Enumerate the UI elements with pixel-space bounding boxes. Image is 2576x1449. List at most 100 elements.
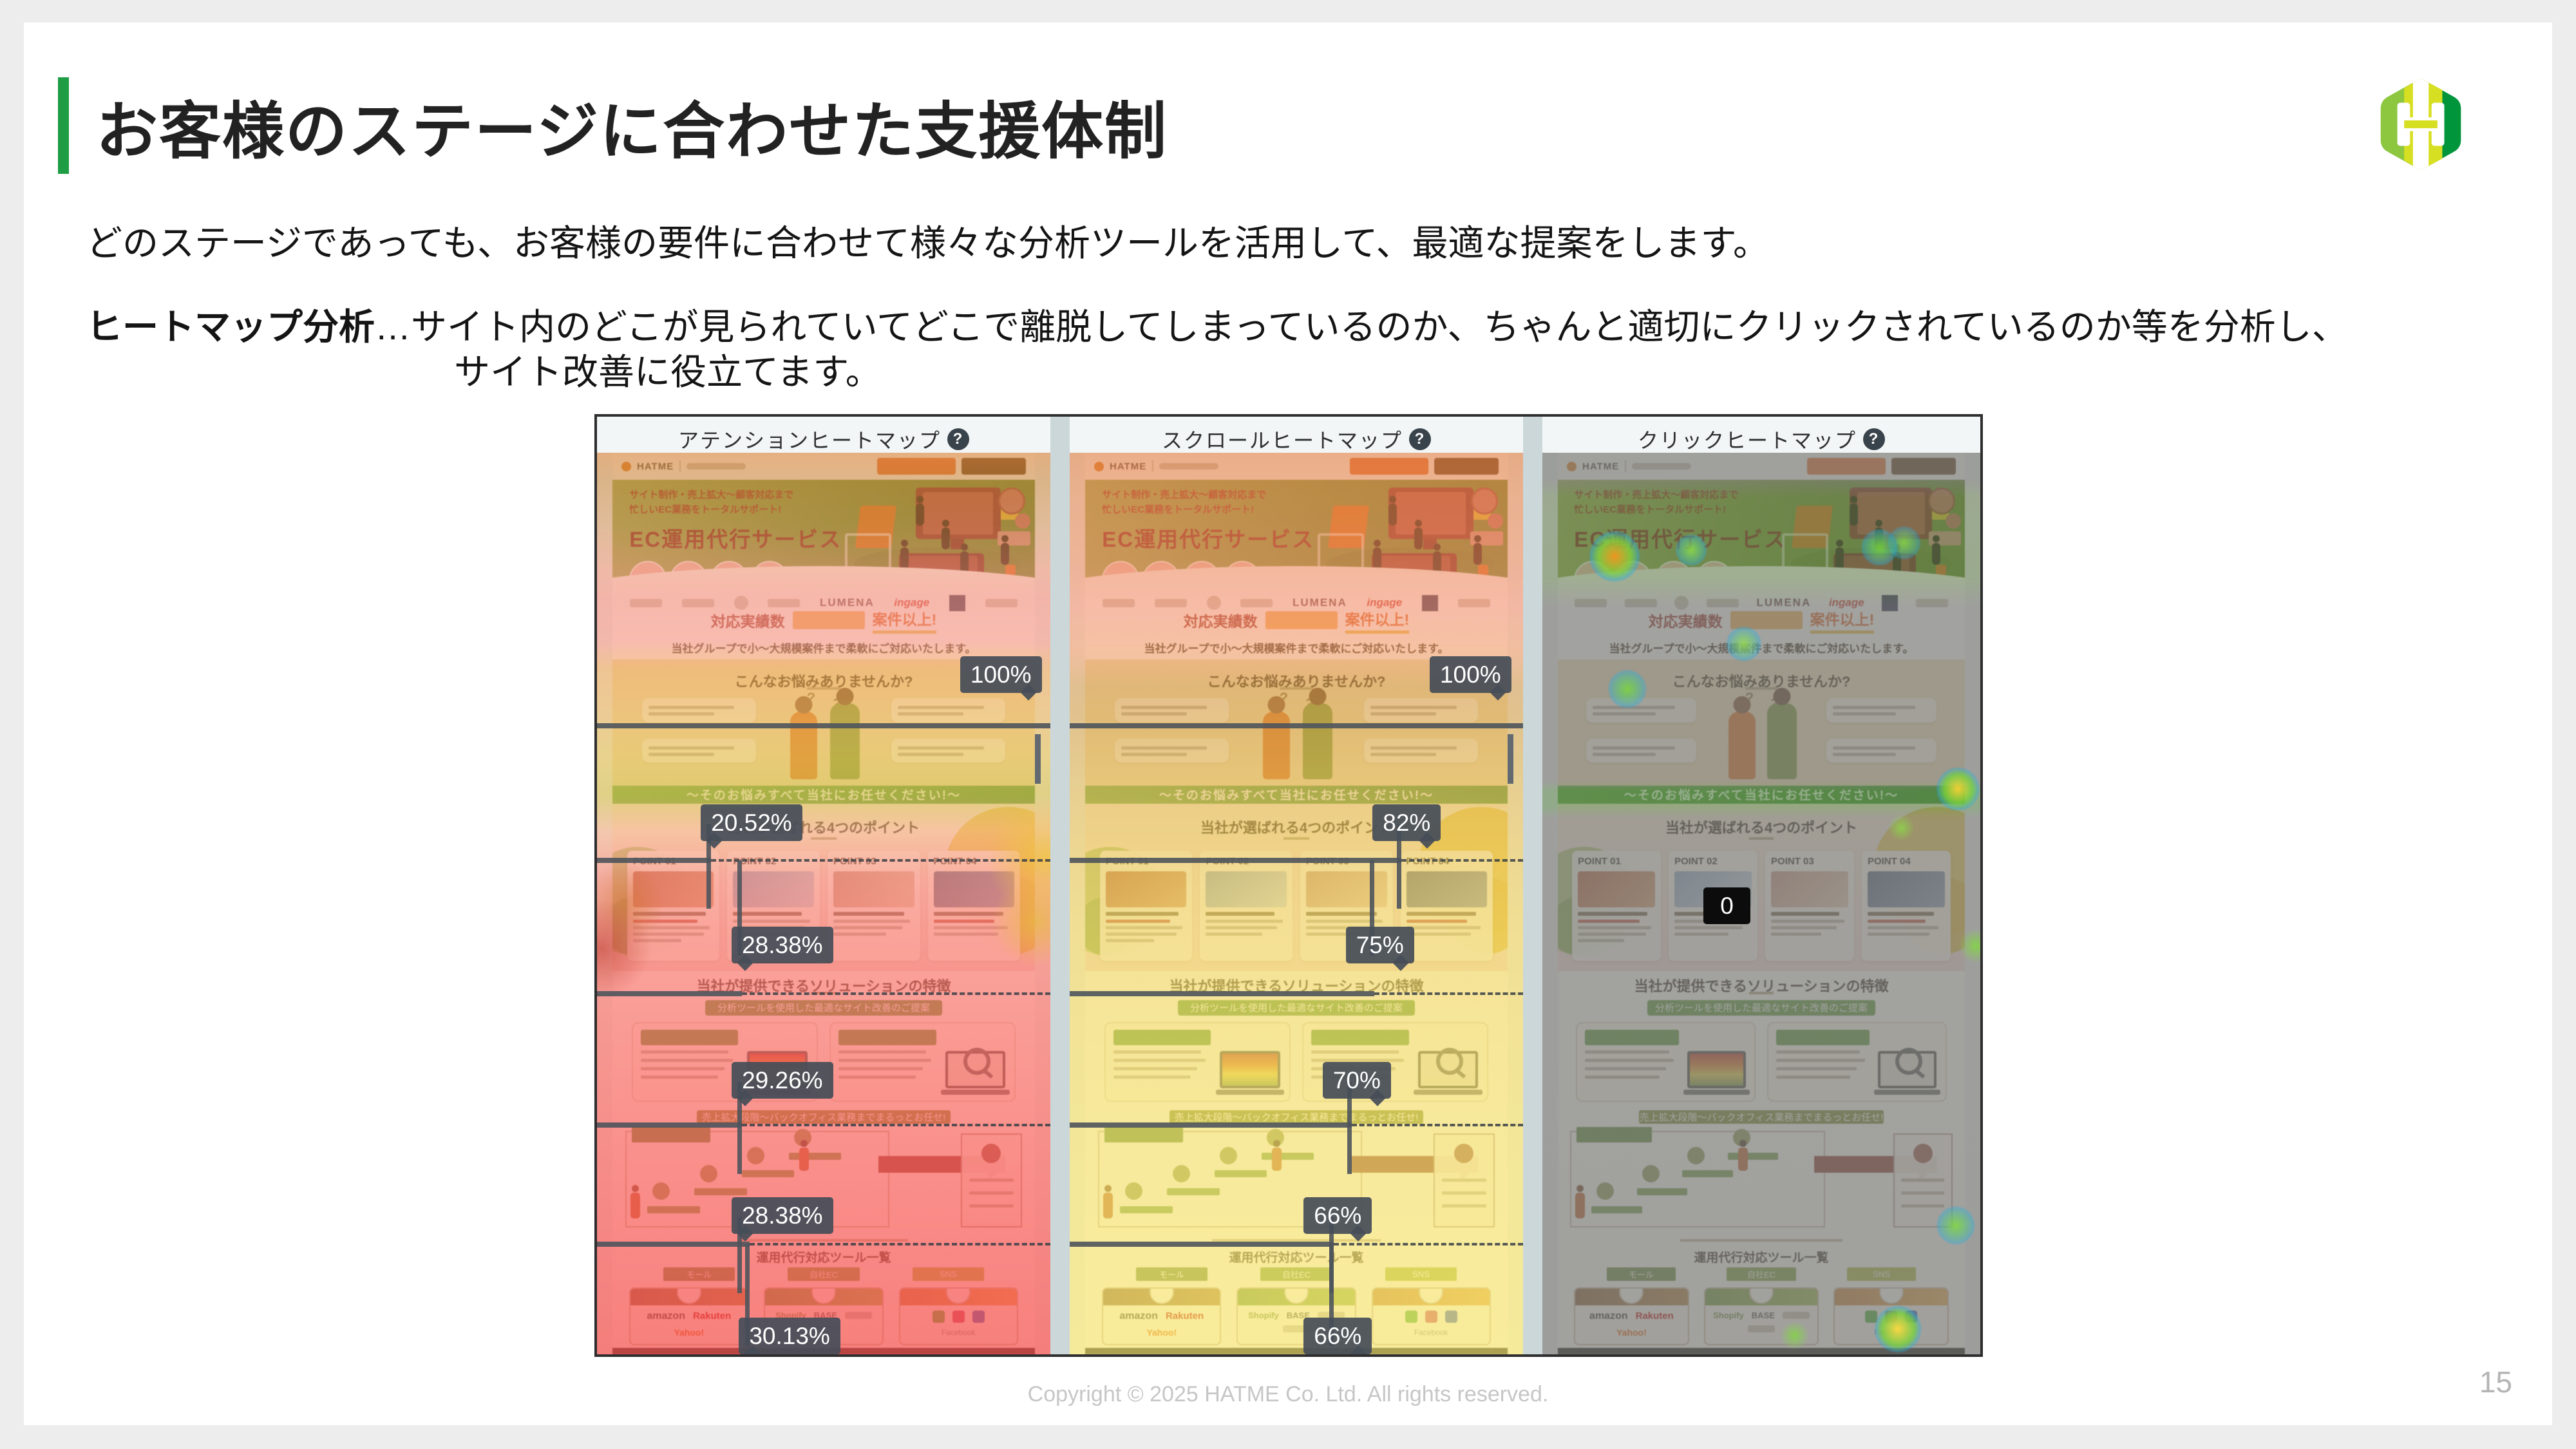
hero-tagline-1: サイト制作・売上拡大〜顧客対応まで xyxy=(1102,489,1267,501)
scroll-depth-line-dashed xyxy=(742,1124,1050,1127)
steps-section xyxy=(1085,1125,1508,1243)
heatmap-definition-line2: サイト改善に役立てます。 xyxy=(454,352,882,392)
backoffice-box xyxy=(1433,1133,1495,1228)
site-header: HATME xyxy=(612,453,1035,480)
worry-section: こんなお悩みありませんか? ? ? xyxy=(1558,659,1965,786)
site-contact-button xyxy=(1807,458,1886,475)
tools-section: 運用代行対応ツール一覧 モール 自社EC SNS amazon Rakuten … xyxy=(1085,1242,1508,1347)
site-document-button xyxy=(961,458,1026,475)
speech-bubble xyxy=(641,739,757,763)
point-card: POINT 01 xyxy=(1572,850,1662,961)
scope-pill: 売上拡大段階〜バックオフィス業務までまるっとお任せ! xyxy=(1170,1110,1423,1124)
percentage-label: 28.38% xyxy=(732,1197,833,1235)
website-screenshot: HATME サイト制作・売上拡大〜顧客対応まで 忙しいEC業務をトータルサポート… xyxy=(1085,453,1508,1354)
scrollbar-handle xyxy=(1035,734,1041,784)
magnifier-icon xyxy=(963,1047,991,1075)
speech-bubble xyxy=(1363,698,1479,723)
monitor-graphic xyxy=(1850,487,1933,540)
scroll-depth-line xyxy=(1070,1122,1352,1128)
solution-card-heatmap xyxy=(1104,1022,1291,1103)
help-icon: ? xyxy=(1863,428,1885,450)
panel-click-heatmap: クリックヒートマップ ? HATME サイト制作・売上拡大〜顧客対応まで 忙しい… xyxy=(1542,417,1980,1354)
website-screenshot: HATME サイト制作・売上拡大〜顧客対応まで 忙しいEC業務をトータルサポート… xyxy=(1558,453,1965,1354)
solution-card-analytics xyxy=(829,1022,1016,1103)
site-document-button xyxy=(1434,458,1499,475)
speech-bubble xyxy=(1363,739,1479,763)
scroll-depth-line xyxy=(597,991,743,996)
line-icon xyxy=(1865,1310,1878,1323)
percentage-label: 20.52% xyxy=(701,804,802,841)
solution-pill: 分析ツールを使用した最適なサイト改善のご提案 xyxy=(1178,999,1415,1016)
tool-category-ec: 自社EC xyxy=(1260,1267,1332,1282)
hero-title: EC運用代行サービス xyxy=(629,527,842,551)
panel-attention-heatmap: アテンションヒートマップ ? HATME サイト制作・売上拡大〜顧客対応まで 忙… xyxy=(597,417,1050,1354)
step-person xyxy=(1272,1139,1282,1171)
results-suffix: 案件以上! xyxy=(1345,607,1410,634)
speech-bubble xyxy=(641,698,757,723)
site-header: HATME xyxy=(1085,453,1508,480)
slide-header: お客様のステージに合わせた支援体制 xyxy=(58,77,1168,174)
divider xyxy=(679,460,681,472)
line-icon xyxy=(932,1310,945,1323)
steps-diagram xyxy=(1569,1127,1825,1228)
scroll-depth-line-dashed xyxy=(711,858,1050,862)
scroll-depth-line-dashed xyxy=(1351,1124,1523,1127)
monitor-graphic xyxy=(915,487,1001,540)
site-brand: HATME xyxy=(1582,460,1620,472)
slide: お客様のステージに合わせた支援体制 どのステージであっても、お客様の要件に合わせ… xyxy=(24,23,2552,1425)
solution-card-analytics xyxy=(1766,1022,1947,1103)
site-logo-dot xyxy=(621,461,631,471)
panel-scroll-heatmap: スクロールヒートマップ ? HATME サイト制作・売上拡大〜顧客対応まで 忙し… xyxy=(1070,417,1523,1354)
person-figure xyxy=(1767,703,1797,779)
results-subtitle: 当社グループで小〜大規模案件まで柔軟にご対応いたします。 xyxy=(1144,642,1449,655)
scroll-depth-line xyxy=(597,1122,743,1128)
solution-pill: 分析ツールを使用した最適なサイト改善のご提案 xyxy=(1647,999,1875,1016)
logo-facebook: Facebook xyxy=(1414,1327,1448,1337)
site-logo-dot xyxy=(1094,461,1104,471)
point-card: POINT 04 xyxy=(927,850,1021,961)
cta-banner: 〜そのお悩みすべて当社にお任せください!〜 xyxy=(1558,785,1965,804)
speech-bubble xyxy=(1586,739,1696,763)
scroll-depth-line xyxy=(597,857,712,863)
step-person xyxy=(1103,1185,1113,1219)
results-subtitle: 当社グループで小〜大規模案件まで柔軟にご対応いたします。 xyxy=(1609,642,1914,655)
speech-bubble xyxy=(1826,698,1937,723)
speech-bubble xyxy=(891,739,1006,763)
logo-facebook: Facebook xyxy=(1874,1327,1908,1337)
site-logo-dot xyxy=(1567,461,1577,471)
title-accent-bar xyxy=(58,77,69,174)
site-header: HATME xyxy=(1558,453,1965,480)
hero-title: EC運用代行サービス xyxy=(1102,527,1315,551)
scroll-depth-line xyxy=(1070,1242,1334,1247)
hero-service-icons xyxy=(629,560,836,591)
panel-title: クリックヒートマップ ? xyxy=(1542,424,1980,454)
percentage-label: 82% xyxy=(1372,804,1441,841)
backoffice-box xyxy=(1893,1133,1953,1228)
steps-section xyxy=(1558,1125,1965,1243)
tool-card-sns: Facebook xyxy=(898,1287,1018,1345)
heatmap-comparison-box: アテンションヒートマップ ? HATME サイト制作・売上拡大〜顧客対応まで 忙… xyxy=(594,414,1983,1357)
point-card: POINT 04 xyxy=(1400,850,1493,961)
tool-category-sns: SNS xyxy=(1385,1267,1457,1282)
page-title: お客様のステージに合わせた支援体制 xyxy=(96,97,1168,166)
results-section: 対応実績数 案件以上! 当社グループで小〜大規模案件まで柔軟にご対応いたします。 xyxy=(1085,611,1508,659)
points-section: 当社が選ばれる4つのポイント POINT 01 POINT 02 POINT 0… xyxy=(1558,803,1965,971)
cart-graphic xyxy=(844,533,891,574)
results-subtitle: 当社グループで小〜大規模案件まで柔軟にご対応いたします。 xyxy=(671,642,976,655)
hero-service-icons xyxy=(1102,560,1309,591)
results-suffix: 案件以上! xyxy=(1810,607,1875,634)
hatme-logo-icon xyxy=(2380,78,2461,171)
point-photo xyxy=(1105,871,1187,907)
scroll-depth-line-dashed xyxy=(1374,992,1523,995)
logo-square xyxy=(1421,594,1438,611)
point-card: POINT 04 xyxy=(1861,850,1951,961)
heatmap-stage: HATME サイト制作・売上拡大〜顧客対応まで 忙しいEC業務をトータルサポート… xyxy=(597,453,1050,1354)
site-hero: サイト制作・売上拡大〜顧客対応まで 忙しいEC業務をトータルサポート! EC運用… xyxy=(1558,480,1965,591)
clock-graphic xyxy=(1470,487,1498,515)
heatmap-definition: ヒートマップ分析…サイト内のどこが見られていてどこで離脱してしまっているのか、ち… xyxy=(86,298,2348,350)
divider xyxy=(1152,460,1154,472)
tablet-graphic xyxy=(898,553,985,578)
site-contact-button xyxy=(1350,458,1428,475)
person-figure xyxy=(1302,703,1332,779)
point-photo xyxy=(1206,871,1287,907)
